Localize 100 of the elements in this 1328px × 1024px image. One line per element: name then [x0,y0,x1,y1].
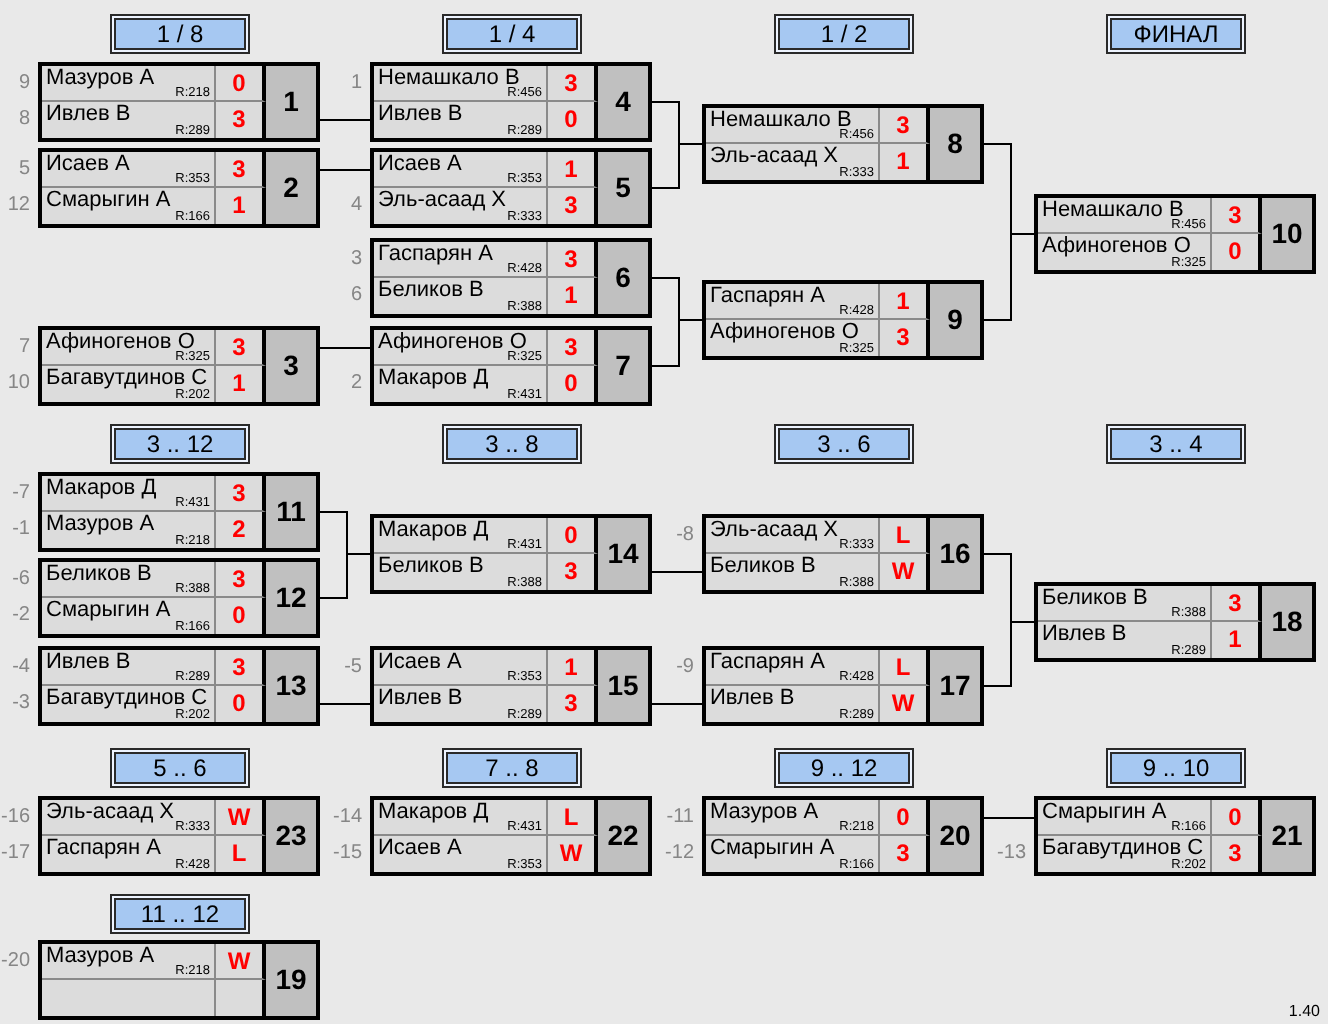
player-name: Афиногенов О [378,330,527,354]
match-box [370,326,652,406]
score: 3 [1228,203,1242,229]
score: 3 [896,325,910,351]
player-name: Афиногенов О [1042,234,1191,258]
player-name: Ивлев В [710,686,795,710]
seed-number: 5 [18,158,30,182]
player-name: Макаров Д [378,366,489,390]
player-name: Немашкало В [378,66,520,90]
match-number: 18 [1271,607,1303,637]
seed-number: -5 [344,656,362,680]
round-header: 9 .. 12 [774,748,914,788]
score: 3 [1228,841,1242,867]
player-name: Ивлев В [46,102,131,126]
match-number: 20 [939,821,971,851]
player-name: Смарыгин А [1042,800,1167,824]
seed-number: -12 [665,842,694,866]
player-row [42,188,266,224]
player-name: Багавутдинов С [46,686,208,710]
player-name: Ивлев В [378,102,463,126]
match-box [370,646,652,726]
seed-number: -20 [1,950,30,974]
player-row [374,152,598,188]
match-box [370,514,652,594]
match-box [38,148,320,228]
player-row [706,800,930,836]
score: 3 [564,193,578,219]
seed-number: -16 [1,806,30,830]
seed-number: -15 [333,842,362,866]
seed-number: -17 [1,842,30,866]
player-name: Беликов В [46,562,152,586]
match-number: 21 [1271,821,1303,851]
round-header: 3 .. 6 [774,424,914,464]
player-row [374,554,598,590]
score: 3 [896,113,910,139]
score: 0 [232,603,246,629]
bracket-line [319,119,371,121]
score: 1 [896,149,910,175]
score: 1 [564,157,578,183]
player-row [42,152,266,188]
bracket-line [983,233,1035,321]
player-row [1038,836,1262,872]
empty-player-row [42,980,266,1016]
player-name: Беликов В [378,278,484,302]
round-header: 7 .. 8 [442,748,582,788]
score: 3 [232,335,246,361]
player-name: Эль-асаад Х [46,800,175,824]
match-box [38,796,320,876]
score: 0 [564,107,578,133]
bracket-line [651,319,703,367]
player-row [42,650,266,686]
player-name: Исаев А [46,152,130,176]
seed-number: 6 [350,284,362,308]
match-box [1034,582,1316,662]
seed-number: -2 [12,604,30,628]
bracket-line [319,553,371,599]
player-row [374,102,598,138]
match-number: 14 [607,539,639,569]
match-box [702,514,984,594]
player-row [374,330,598,366]
player-name: Исаев А [378,152,462,176]
player-row [374,66,598,102]
match-number: 10 [1271,219,1303,249]
match-box [370,148,652,228]
player-name: Гаспарян А [46,836,161,860]
score: 3 [232,567,246,593]
score: 1 [232,193,246,219]
player-row [706,554,930,590]
seed-number: 1 [350,72,362,96]
player-row [374,650,598,686]
score: 0 [1228,805,1242,831]
player-name: Мазуров А [46,66,155,90]
seed-number: -13 [997,842,1026,866]
match-box [38,646,320,726]
score: 0 [564,371,578,397]
player-name: Гаспарян А [378,242,493,266]
player-name: Исаев А [378,836,462,860]
match-box [38,558,320,638]
player-row [42,598,266,634]
player-row [42,686,266,722]
player-row [706,518,930,554]
bracket-line [651,703,703,705]
round-header: ФИНАЛ [1106,14,1246,54]
player-row [706,686,930,722]
match-number: 1 [283,87,299,117]
player-row [1038,622,1262,658]
player-row [374,836,598,872]
score: 1 [1228,627,1242,653]
seed-number: -6 [12,568,30,592]
round-header: 9 .. 10 [1106,748,1246,788]
player-row [1038,800,1262,836]
player-name: Немашкало В [1042,198,1184,222]
player-name: Ивлев В [1042,622,1127,646]
score: 0 [232,71,246,97]
player-row [374,366,598,402]
player-name: Гаспарян А [710,650,825,674]
round-header: 11 .. 12 [110,894,250,934]
seed-number: -1 [12,518,30,542]
player-name: Ивлев В [378,686,463,710]
score: L [895,523,911,549]
